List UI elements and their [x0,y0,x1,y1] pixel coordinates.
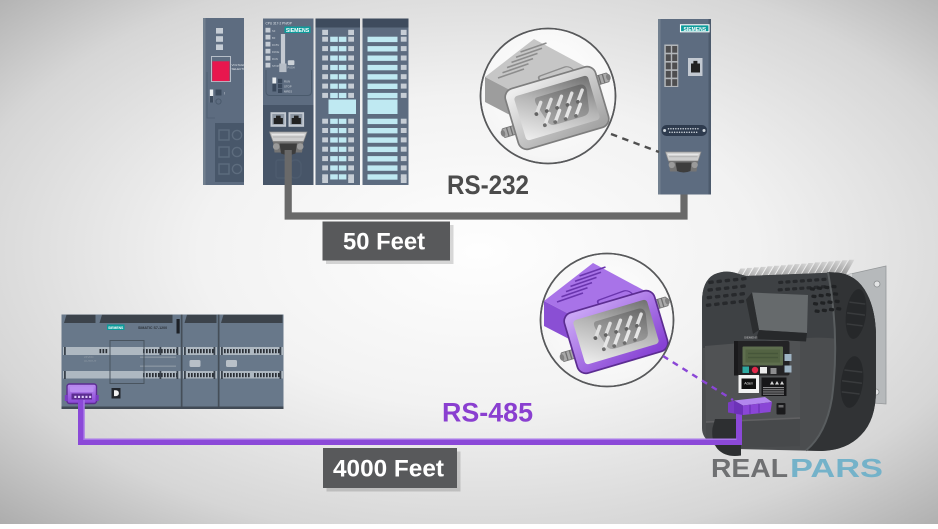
svg-text:RS-232: RS-232 [447,170,529,200]
svg-text:DC5V: DC5V [272,43,279,47]
svg-text:FRCE: FRCE [272,50,280,54]
svg-text:SIEMENS: SIEMENS [286,28,310,34]
svg-text:24VDC: 24VDC [84,355,95,359]
svg-text:RS-485: RS-485 [442,398,533,428]
svg-text:SIMATIC S7-1200: SIMATIC S7-1200 [138,326,167,330]
svg-text:SIEMENS: SIEMENS [744,336,758,340]
svg-text:50 Feet: 50 Feet [343,229,425,256]
svg-text:MRES: MRES [284,89,292,93]
svg-text:OUTPUT: OUTPUT [84,359,97,363]
svg-text:SIEMENS: SIEMENS [684,27,707,33]
svg-text:BF: BF [272,36,276,40]
svg-text:SF: SF [272,29,276,33]
svg-text:SIEMENS: SIEMENS [108,326,124,330]
svg-text:Adam: Adam [744,382,753,386]
svg-text:PARS: PARS [790,455,883,483]
svg-text:RUN: RUN [284,79,290,83]
svg-text:RUN: RUN [272,57,278,61]
svg-text:REAL: REAL [711,455,788,483]
svg-text:VOLTAGE: VOLTAGE [232,63,246,67]
svg-text:SELECTOR: SELECTOR [232,67,249,71]
svg-text:4000 Feet: 4000 Feet [333,456,444,483]
svg-text:CPU 317-2 PN/DP: CPU 317-2 PN/DP [266,22,292,26]
svg-text:STOP: STOP [284,84,292,88]
svg-text:STOP: STOP [272,64,279,68]
svg-text:PUSH: PUSH [287,66,294,70]
svg-text:I: I [224,92,225,96]
